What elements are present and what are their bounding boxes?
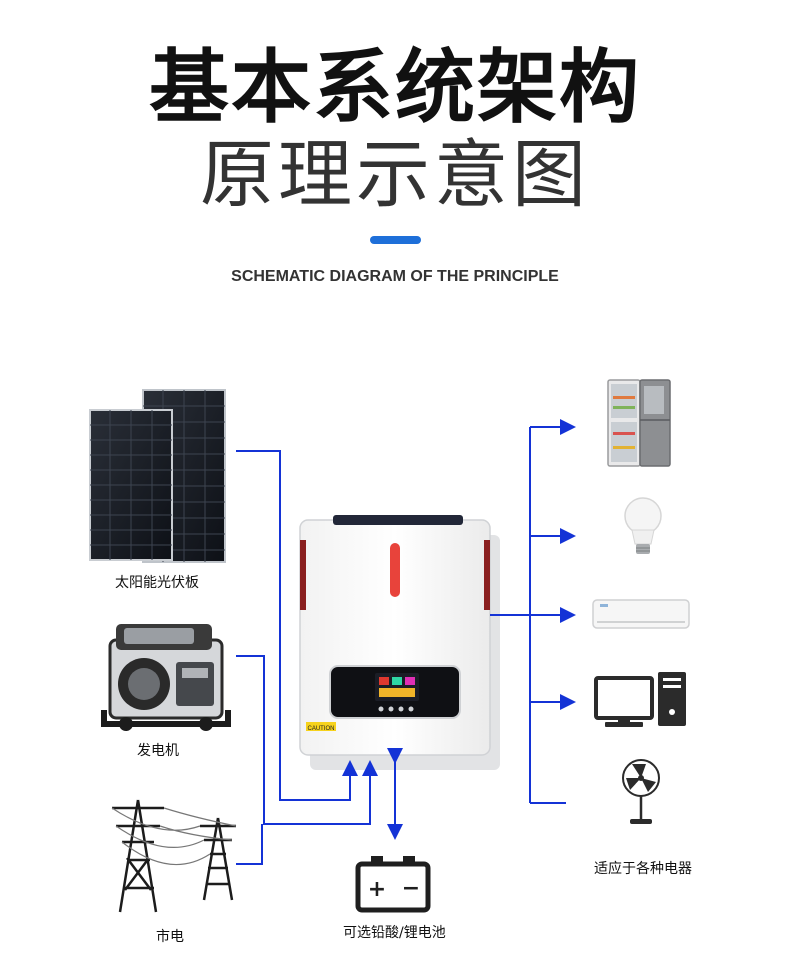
page-subtitle: 原理示意图 [200, 132, 590, 218]
accent-bar [370, 236, 421, 244]
status-indicator [390, 543, 400, 597]
computer-icon [594, 672, 686, 727]
english-title: SCHEMATIC DIAGRAM OF THE PRINCIPLE [231, 268, 559, 285]
page-title: 基本系统架构 [149, 41, 641, 134]
generator-label: 发电机 [137, 743, 179, 759]
light-bulb-icon [624, 497, 662, 554]
battery-minus-symbol: − [402, 876, 420, 901]
grid-connection-line [236, 824, 263, 865]
inverter-unit: CAUTION [299, 515, 500, 770]
battery-icon: + − [355, 856, 431, 913]
generator-connection-line [236, 655, 378, 825]
power-tower-icon [111, 799, 237, 913]
refrigerator-icon [607, 379, 671, 467]
grid-label: 市电 [156, 929, 184, 945]
battery-label: 可选铅酸/锂电池 [343, 925, 446, 941]
solar-panel-label: 太阳能光伏板 [115, 575, 199, 591]
electric-fan-icon [622, 759, 660, 824]
solar-panel-icon [89, 389, 226, 563]
connection-lines [236, 419, 576, 865]
caution-label: CAUTION [308, 726, 335, 732]
generator-icon [101, 624, 231, 731]
solar-connection-line [236, 450, 358, 801]
loads-label: 适应于各种电器 [594, 861, 692, 877]
air-conditioner-icon [592, 599, 690, 629]
battery-plus-symbol: + [368, 877, 386, 902]
